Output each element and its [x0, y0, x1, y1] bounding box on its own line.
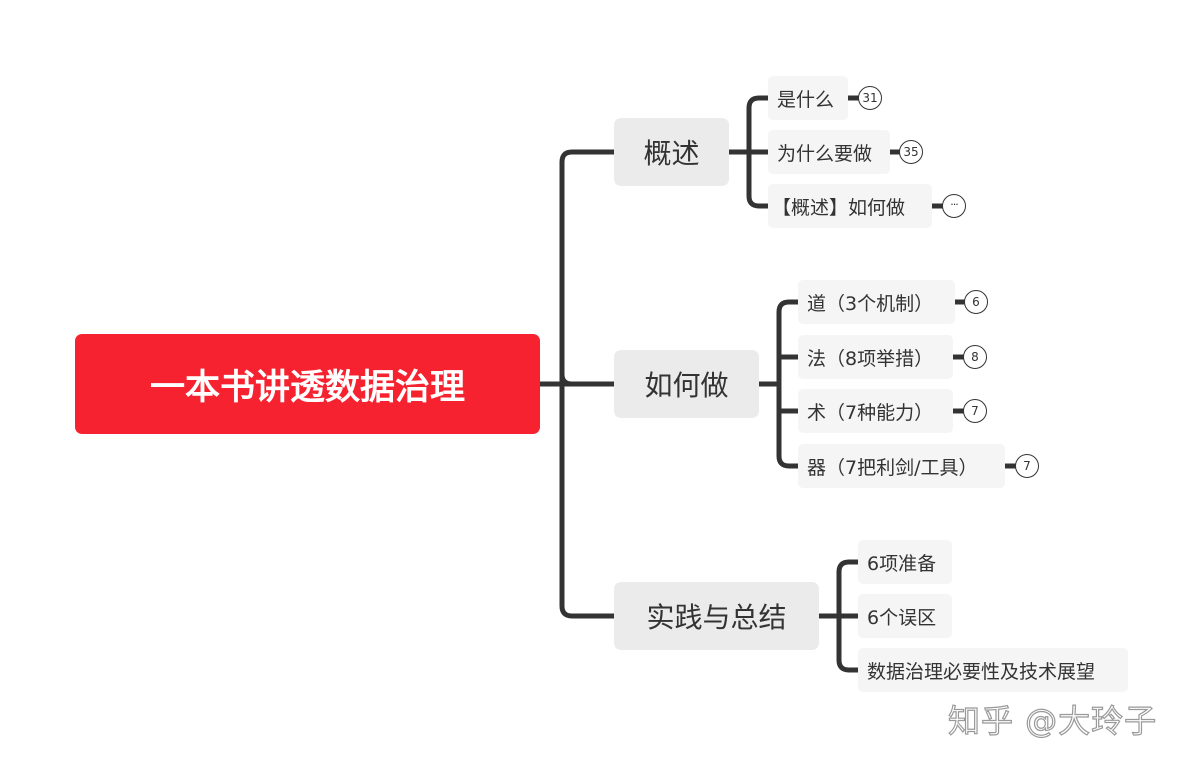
- subtopic-why-do-it[interactable]: 为什么要做: [768, 130, 890, 174]
- subtopic-overview-how[interactable]: 【概述】如何做: [768, 184, 932, 228]
- connector-practice-children: [836, 559, 861, 673]
- subtopic-label: 法（8项举措）: [807, 347, 934, 370]
- collapsed-count-badge[interactable]: 7: [963, 399, 987, 423]
- subtopic-label: 器（7把利剑/工具）: [807, 456, 978, 479]
- topic-overview[interactable]: 概述: [614, 118, 729, 186]
- subtopic-label: 【概述】如何做: [772, 196, 906, 219]
- subtopic-qi[interactable]: 器（7把利剑/工具）: [798, 444, 1005, 488]
- collapsed-count-badge[interactable]: 6: [964, 290, 988, 314]
- subtopic-label: 6项准备: [867, 552, 937, 575]
- subtopic-label: 6个误区: [867, 606, 937, 629]
- subtopic-label: 道（3个机制）: [807, 292, 934, 315]
- subtopic-label: 数据治理必要性及技术展望: [867, 660, 1096, 683]
- topic-practice-summary[interactable]: 实践与总结: [614, 582, 819, 650]
- subtopic-what-is-it[interactable]: 是什么: [768, 76, 848, 120]
- collapsed-count-badge[interactable]: 35: [899, 140, 923, 164]
- connector-overview-children: [746, 95, 771, 209]
- topic-label: 实践与总结: [646, 601, 787, 634]
- connector-how-children: [776, 299, 801, 469]
- root-topic-label: 一本书讲透数据治理: [149, 367, 465, 408]
- subtopic-label: 是什么: [777, 88, 835, 111]
- subtopic-shu[interactable]: 术（7种能力）: [798, 389, 953, 433]
- subtopic-label: 为什么要做: [777, 142, 873, 165]
- subtopic-six-preparations[interactable]: 6项准备: [858, 540, 952, 584]
- zhihu-watermark: 知乎 @大玲子: [947, 701, 1158, 740]
- root-topic[interactable]: 一本书讲透数据治理: [75, 334, 540, 434]
- topic-label: 概述: [643, 137, 700, 170]
- subtopic-fa[interactable]: 法（8项举措）: [798, 335, 953, 379]
- topic-how-to-do[interactable]: 如何做: [614, 350, 759, 418]
- topic-label: 如何做: [644, 369, 729, 402]
- subtopic-six-pitfalls[interactable]: 6个误区: [858, 594, 952, 638]
- connector-root-branch-3: [559, 371, 617, 619]
- collapsed-count-badge[interactable]: 7: [1015, 454, 1039, 478]
- collapsed-count-badge[interactable]: 8: [963, 345, 987, 369]
- subtopic-dao[interactable]: 道（3个机制）: [798, 280, 955, 324]
- subtopic-necessity-outlook[interactable]: 数据治理必要性及技术展望: [858, 648, 1128, 692]
- more-options-badge[interactable]: ···: [942, 194, 966, 218]
- subtopic-label: 术（7种能力）: [807, 401, 934, 424]
- connector-root-branch-1: [559, 149, 617, 387]
- collapsed-count-badge[interactable]: 31: [858, 86, 882, 110]
